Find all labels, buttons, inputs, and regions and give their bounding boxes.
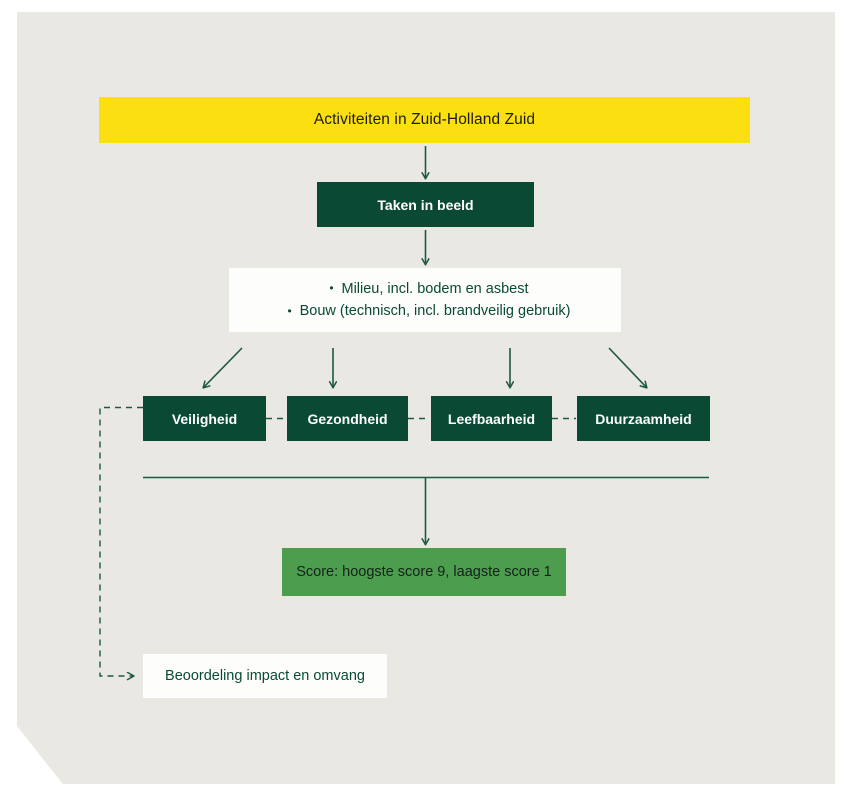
scope-bullet-text: Bouw (technisch, incl. brandveilig gebru… (299, 303, 571, 319)
bullet-glyph: • (287, 303, 292, 318)
list-item: • Bouw (technisch, incl. brandveilig gebr… (229, 300, 621, 322)
node-scope[interactable]: • Milieu, incl. bodem en asbest • Bouw (te… (229, 268, 621, 332)
node-score[interactable]: Score: hoogste score 9, laagste score 1 (282, 548, 566, 596)
node-theme-veiligheid[interactable]: Veiligheid (143, 396, 266, 441)
node-theme-leefbaarheid[interactable]: Leefbaarheid (431, 396, 552, 441)
node-theme-gezondheid[interactable]: Gezondheid (287, 396, 408, 441)
node-assessment[interactable]: Beoordeling impact en omvang (143, 654, 387, 698)
scope-bullet-list: • Milieu, incl. bodem en asbest • Bouw (te… (229, 278, 621, 323)
node-activities[interactable]: Activiteiten in Zuid-Holland Zuid (99, 97, 750, 143)
bullet-glyph: • (329, 281, 334, 296)
list-item: • Milieu, incl. bodem en asbest (229, 278, 621, 300)
node-tasks[interactable]: Taken in beeld (317, 182, 534, 227)
scope-bullet-text: Milieu, incl. bodem en asbest (341, 280, 529, 297)
node-theme-duurzaamheid[interactable]: Duurzaamheid (577, 396, 710, 441)
